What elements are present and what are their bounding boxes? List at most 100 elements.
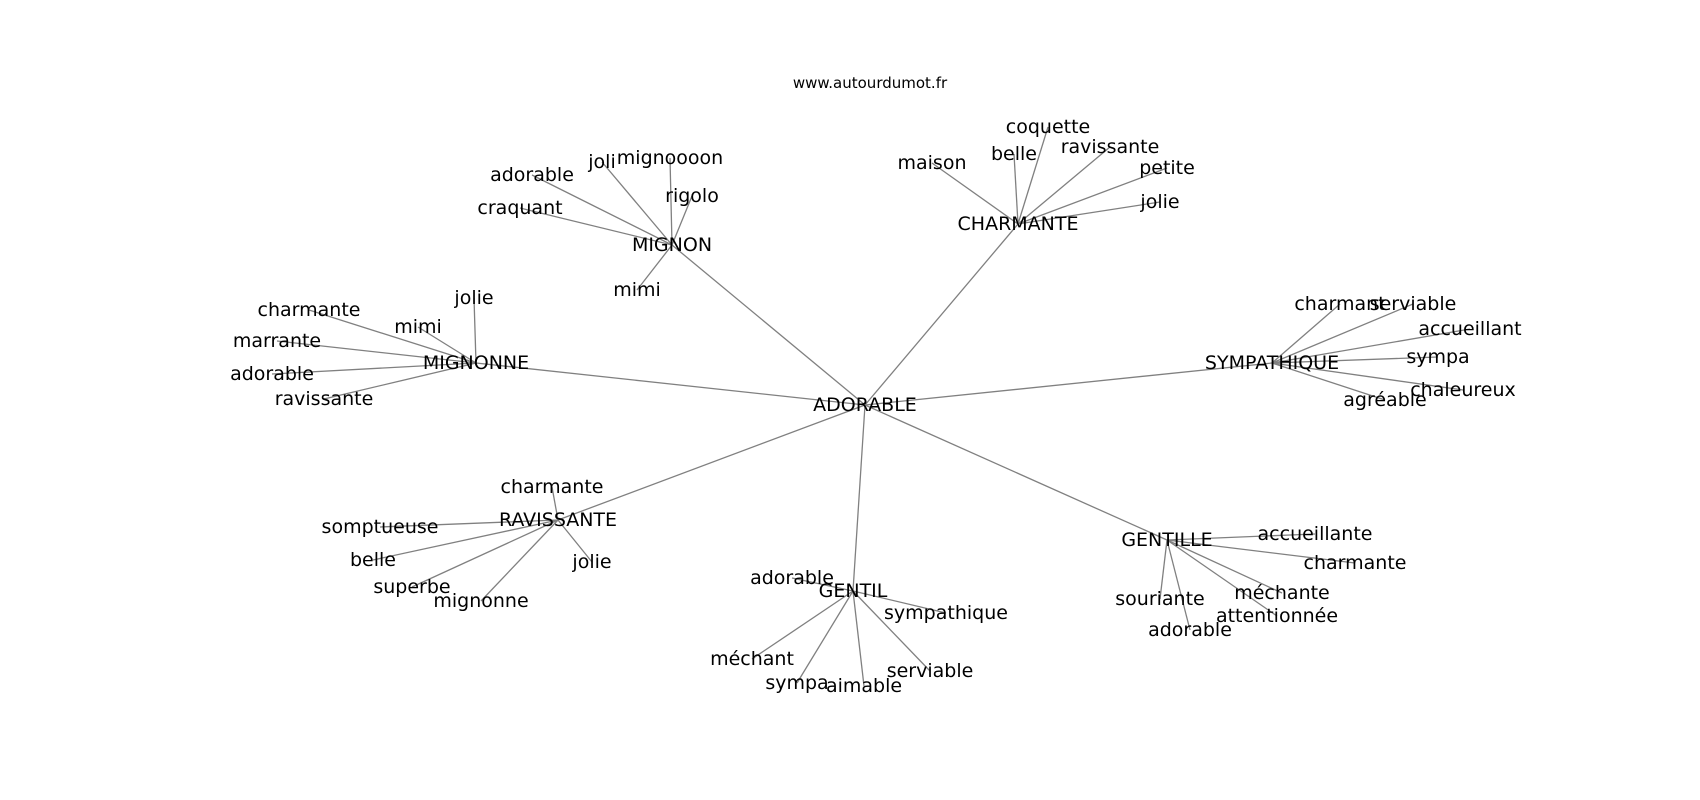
- leaf-node-mignon-adorable: adorable: [490, 164, 574, 186]
- hub-node-gentil: GENTIL: [819, 580, 888, 602]
- edge-gentille-souriante: [1159, 539, 1168, 600]
- edge-center-mignonne: [475, 362, 866, 406]
- leaf-node-mignonne-marrante: marrante: [233, 330, 321, 352]
- edge-mignonne-jolie: [473, 297, 477, 364]
- leaf-node-charmante-ravissante: ravissante: [1061, 136, 1160, 158]
- leaf-node-sympathique-accueillant: accueillant: [1418, 318, 1521, 340]
- edge-charmante-maison: [931, 162, 1019, 225]
- edge-gentille-accueillante: [1166, 533, 1316, 541]
- edge-charmante-belle: [1013, 153, 1019, 225]
- leaf-node-charmante-coquette: coquette: [1006, 116, 1090, 138]
- edge-mignon-joli: [601, 161, 673, 246]
- edge-gentille-attentionnee: [1166, 539, 1278, 617]
- edge-gentille-charmante: [1166, 539, 1356, 564]
- leaf-node-gentil-adorable: adorable: [750, 567, 834, 589]
- edge-sympathique-agreable: [1271, 362, 1386, 401]
- edge-mignon-mimi: [636, 244, 673, 291]
- leaf-node-sympathique-agreable: agréable: [1343, 389, 1426, 411]
- leaf-node-sympathique-charmant: charmant: [1294, 293, 1385, 315]
- leaf-node-ravissante-superbe: superbe: [373, 576, 450, 598]
- leaf-node-gentille-attentionnee: attentionnée: [1216, 605, 1338, 627]
- leaf-node-charmante-jolie: jolie: [1139, 191, 1179, 213]
- leaf-node-charmante-petite: petite: [1139, 157, 1195, 179]
- leaf-node-gentil-sympathique: sympathique: [884, 602, 1008, 624]
- edge-gentil-adorable: [791, 577, 854, 592]
- leaf-node-gentil-aimable: aimable: [826, 675, 902, 697]
- edge-charmante-ravissante: [1017, 146, 1111, 225]
- edge-ravissante-somptueuse: [379, 519, 559, 528]
- leaf-node-mignonne-jolie: jolie: [453, 287, 493, 309]
- leaf-node-gentille-accueillante: accueillante: [1258, 523, 1373, 545]
- edge-charmante-coquette: [1017, 126, 1049, 225]
- graph-edges: [271, 126, 1471, 687]
- edge-mignon-mignoooon: [669, 157, 673, 246]
- leaf-node-mignonne-ravissante: ravissante: [275, 388, 374, 410]
- leaf-node-mignon-joli: joli: [587, 151, 615, 173]
- leaf-node-gentille-souriante: souriante: [1115, 588, 1204, 610]
- edge-sympathique-serviable: [1271, 303, 1414, 364]
- edge-charmante-jolie: [1017, 201, 1161, 225]
- center-node-label: ADORABLE: [813, 394, 917, 416]
- edge-mignonne-marrante: [276, 340, 477, 364]
- hub-node-sympathique: SYMPATHIQUE: [1205, 352, 1339, 374]
- edge-sympathique-accueillant: [1271, 328, 1471, 364]
- site-url: www.autourdumot.fr: [793, 74, 948, 92]
- graph-labels: www.autourdumot.fr ADORABLEMIGNONadorabl…: [230, 74, 1522, 697]
- edge-gentil-mechant: [751, 590, 854, 660]
- edge-gentil-sympa: [796, 590, 854, 684]
- edge-center-mignon: [671, 244, 866, 406]
- edge-mignonne-charmante: [308, 309, 477, 364]
- leaf-node-sympathique-serviable: serviable: [1370, 293, 1457, 315]
- edge-ravissante-mignonne: [480, 519, 559, 602]
- leaf-node-ravissante-charmante: charmante: [501, 476, 604, 498]
- edge-center-gentil: [852, 404, 866, 592]
- edge-gentille-adorable: [1166, 539, 1191, 631]
- edge-mignonne-adorable: [271, 362, 477, 375]
- leaf-node-gentille-mechante: méchante: [1234, 582, 1330, 604]
- leaf-node-gentille-adorable: adorable: [1148, 619, 1232, 641]
- edge-ravissante-charmante: [551, 486, 559, 521]
- leaf-node-mignonne-mimi: mimi: [394, 316, 442, 338]
- edge-center-sympathique: [864, 362, 1273, 406]
- edge-gentil-sympathique: [852, 590, 947, 614]
- edge-mignon-craquant: [519, 207, 673, 246]
- leaf-node-mignon-craquant: craquant: [477, 197, 562, 219]
- leaf-node-ravissante-mignonne: mignonne: [433, 590, 528, 612]
- edge-mignon-rigolo: [671, 195, 693, 246]
- leaf-node-mignon-mignoooon: mignoooon: [617, 147, 723, 169]
- leaf-node-gentil-mechant: méchant: [710, 648, 794, 670]
- leaf-node-charmante-maison: maison: [898, 152, 967, 174]
- leaf-node-mignonne-charmante: charmante: [258, 299, 361, 321]
- edge-gentil-serviable: [852, 590, 931, 672]
- leaf-node-mignon-rigolo: rigolo: [665, 185, 719, 207]
- hub-node-gentille: GENTILLE: [1121, 529, 1212, 551]
- edge-sympathique-charmant: [1271, 303, 1341, 364]
- edge-ravissante-superbe: [411, 519, 559, 588]
- edge-center-gentille: [864, 404, 1168, 541]
- leaf-node-ravissante-jolie: jolie: [571, 551, 611, 573]
- edge-ravissante-belle: [372, 519, 559, 561]
- leaf-node-gentil-serviable: serviable: [887, 660, 974, 682]
- hub-node-charmante: CHARMANTE: [958, 213, 1079, 235]
- leaf-node-ravissante-somptueuse: somptueuse: [322, 516, 439, 538]
- leaf-node-gentille-charmante: charmante: [1304, 552, 1407, 574]
- edge-mignonne-ravissante: [323, 362, 477, 400]
- leaf-node-gentil-sympa: sympa: [765, 672, 828, 694]
- edge-sympathique-chaleureux: [1271, 362, 1464, 391]
- edge-mignon-adorable: [531, 174, 673, 246]
- leaf-node-sympathique-sympa: sympa: [1406, 346, 1469, 368]
- edge-mignonne-mimi: [417, 326, 477, 364]
- leaf-node-charmante-belle: belle: [991, 143, 1037, 165]
- hub-node-ravissante: RAVISSANTE: [499, 509, 617, 531]
- leaf-node-mignon-mimi: mimi: [613, 279, 661, 301]
- leaf-node-ravissante-belle: belle: [350, 549, 396, 571]
- edge-center-ravissante: [557, 404, 866, 521]
- leaf-node-mignonne-adorable: adorable: [230, 363, 314, 385]
- edge-sympathique-sympa: [1271, 356, 1439, 364]
- edge-ravissante-jolie: [557, 519, 593, 563]
- edge-charmante-petite: [1017, 167, 1168, 225]
- leaf-node-sympathique-chaleureux: chaleureux: [1410, 379, 1516, 401]
- edge-gentille-mechante: [1166, 539, 1283, 594]
- edge-center-charmante: [864, 223, 1019, 406]
